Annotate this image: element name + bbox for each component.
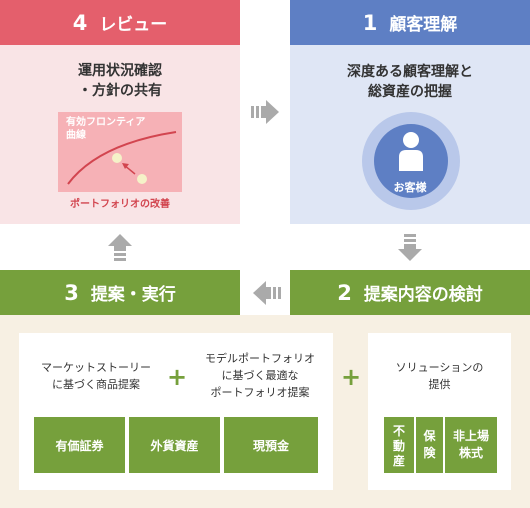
arrow-right-icon <box>251 100 279 124</box>
plus-icon-1: + <box>167 363 188 391</box>
customer-person-icon <box>399 132 423 171</box>
market-story-line1: マーケットストーリー <box>41 361 151 374</box>
solution-unlisted-stocks: 非上場株式 <box>445 417 497 473</box>
frontier-title-line2: 曲線 <box>66 130 86 141</box>
solution-real-estate: 不動産 <box>384 417 414 473</box>
arrow-up-icon <box>108 234 132 261</box>
product-securities: 有価証券 <box>34 417 125 473</box>
model-portfolio-line3: ポートフォリオ提案 <box>210 386 310 399</box>
model-portfolio-text: モデルポートフォリオ に基づく最適な ポートフォリオ提案 <box>192 350 328 401</box>
proposal-number: 2 <box>337 280 352 305</box>
model-portfolio-line1: モデルポートフォリオ <box>205 352 315 365</box>
review-body-line2: ・方針の共有 <box>78 83 162 99</box>
customer-body-line1: 深度ある顧客理解と <box>347 64 473 80</box>
review-header: 4 レビュー <box>0 0 240 45</box>
proposal-title: 提案内容の検討 <box>363 285 483 305</box>
market-story-line2: に基づく商品提案 <box>52 378 140 391</box>
solution-insurance: 保険 <box>416 417 443 473</box>
solution-real-estate-label: 不動産 <box>392 423 405 468</box>
execution-number: 3 <box>64 280 79 305</box>
review-panel: 4 レビュー 運用状況確認 ・方針の共有 有効フロンティア 曲線 ポートフォリオ… <box>0 0 240 224</box>
proposal-bar: 2 提案内容の検討 <box>290 270 530 315</box>
frontier-title-line1: 有効フロンティア <box>66 117 146 128</box>
solution-text: ソリューションの 提供 <box>370 359 509 393</box>
efficient-frontier-chart: 有効フロンティア 曲線 <box>58 112 182 192</box>
solution-unlisted-stocks-label: 非上場株式 <box>452 429 489 460</box>
customer-header: 1 顧客理解 <box>290 0 530 45</box>
model-portfolio-line2: に基づく最適な <box>221 369 299 382</box>
customer-number: 1 <box>362 10 378 35</box>
customer-panel: 1 顧客理解 深度ある顧客理解と 総資産の把握 お客様 <box>290 0 530 224</box>
arrow-down-icon <box>398 234 422 261</box>
solution-line2: 提供 <box>428 378 451 391</box>
review-body-line1: 運用状況確認 <box>78 63 162 79</box>
plus-icon-2: + <box>341 363 362 391</box>
market-story-text: マーケットストーリー に基づく商品提案 <box>28 359 164 393</box>
customer-icon-label: お客様 <box>393 181 427 194</box>
portfolio-improvement-caption: ポートフォリオの改善 <box>70 199 170 210</box>
review-number: 4 <box>72 10 88 35</box>
product-foreign-assets: 外貨資産 <box>129 417 220 473</box>
execution-bar: 3 提案・実行 <box>0 270 240 315</box>
customer-body-line2: 総資産の把握 <box>368 84 452 100</box>
execution-title: 提案・実行 <box>90 285 176 305</box>
solution-insurance-label: 保険 <box>423 429 436 460</box>
review-title: レビュー <box>99 15 168 35</box>
arrow-left-icon <box>253 281 281 305</box>
customer-title: 顧客理解 <box>389 15 458 35</box>
solution-line1: ソリューションの <box>395 361 484 374</box>
product-cash-deposits: 現預金 <box>224 417 318 473</box>
frontier-curve-graphic <box>67 131 177 185</box>
